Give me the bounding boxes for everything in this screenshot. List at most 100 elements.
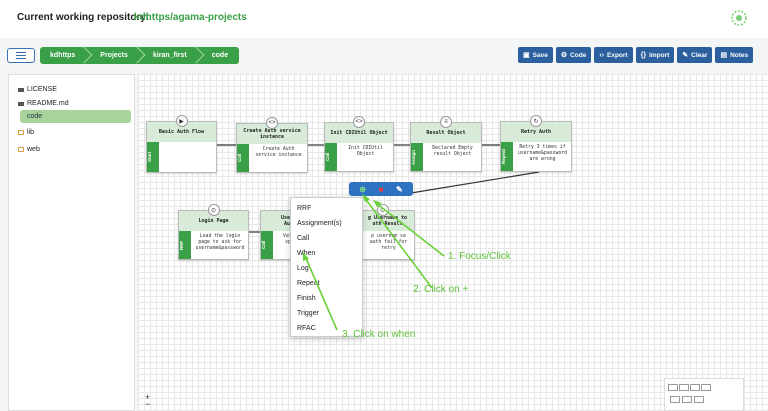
code-icon: <> <box>266 117 278 129</box>
add-node-icon[interactable]: ⊕ <box>359 184 366 194</box>
file-explorer: LICENSE README.md code lib web <box>8 74 135 411</box>
zoom-out-button[interactable]: − <box>145 399 151 409</box>
node-title: Init CDIUtil Object <box>325 123 393 143</box>
save-label: Save <box>532 51 548 59</box>
export-label: Export <box>607 51 628 59</box>
menu-item-rfac[interactable]: RFAC <box>297 325 316 332</box>
assign-icon: ≡ <box>440 116 452 128</box>
node-title: Basic Auth Flow <box>147 122 216 142</box>
node-description: Load the login page to ask for username&… <box>195 234 245 251</box>
breadcrumb-item-project[interactable]: kiran_first <box>139 47 198 64</box>
node-title: User Au <box>261 211 295 231</box>
flow-node-login-page[interactable]: ⊙ Login Page RRF Load the login page to … <box>178 204 249 260</box>
node-description: Vali sp <box>283 234 295 245</box>
toolbar: ▣Save ⚙Code ‹›Export {}Import ✎Clear ▤No… <box>518 47 754 63</box>
repo-name[interactable]: kdhttps/agama-projects <box>134 12 247 23</box>
node-type: Call <box>237 144 249 172</box>
minimap-node <box>690 384 700 391</box>
file-readme[interactable]: README.md <box>18 100 69 107</box>
repeat-icon: ↻ <box>530 115 542 127</box>
flow-node-retry-auth[interactable]: ↻ Retry Auth Repeat Retry 3 times if use… <box>500 115 572 172</box>
import-button[interactable]: {}Import <box>635 47 675 63</box>
minimap-node <box>694 396 704 403</box>
minimap[interactable] <box>664 378 744 411</box>
node-title: Retry Auth <box>501 122 571 142</box>
flow-node-result-object[interactable]: ≡ Result Object Assign Declared Empty re… <box>410 116 482 172</box>
folder-icon <box>18 130 24 135</box>
minimap-node <box>682 396 692 403</box>
breadcrumb-item-user[interactable]: kdhttps <box>40 47 86 64</box>
minimap-node <box>670 396 680 403</box>
minimap-node <box>679 384 689 391</box>
menu-item-when[interactable]: When <box>297 250 316 257</box>
breadcrumb-item-code[interactable]: code <box>211 52 229 59</box>
code-button[interactable]: ⚙Code <box>555 47 592 63</box>
flow-node-basic-auth[interactable]: ▶ Basic Auth Flow Start <box>146 115 217 173</box>
folder-label: web <box>27 146 40 153</box>
folder-icon <box>18 147 24 152</box>
zoom-in-button[interactable]: + <box>145 392 151 402</box>
file-label: LICENSE <box>27 86 57 93</box>
folder-web[interactable]: web <box>18 146 40 153</box>
node-description: p usernam se auth fail for retry <box>369 234 408 251</box>
code-label: Code <box>570 51 587 59</box>
page-icon: ⊙ <box>207 204 220 216</box>
menu-item-repeat[interactable]: Repeat <box>297 280 320 287</box>
menu-item-rrf[interactable]: RRF <box>297 205 312 212</box>
clear-button[interactable]: ✎Clear <box>677 47 713 63</box>
hamburger-icon <box>16 55 26 56</box>
broom-icon: ✎ <box>682 52 689 59</box>
gluu-logo-icon <box>731 10 747 26</box>
node-type: Call <box>325 143 337 171</box>
import-code-icon: {} <box>640 51 647 59</box>
breadcrumb: kdhttps Projects kiran_first code <box>40 47 240 64</box>
import-label: Import <box>649 51 670 59</box>
edit-node-icon[interactable]: ✎ <box>395 184 403 194</box>
annotation-step-2: 2. Click on + <box>413 284 469 295</box>
flow-node-create-auth[interactable]: <> Create Auth service instance Call Cre… <box>236 117 308 173</box>
repo-label: Current working repository: <box>17 12 150 23</box>
node-title: Result Object <box>411 123 481 143</box>
file-license[interactable]: LICENSE <box>18 86 57 93</box>
file-label: README.md <box>27 100 69 107</box>
notes-button[interactable]: ▤Notes <box>715 47 754 63</box>
page-icon: ⊙ <box>376 204 389 216</box>
annotation-step-1: 1. Focus/Click <box>448 251 511 262</box>
node-description: Init CDIUtil Object <box>348 146 383 157</box>
code-icon: <> <box>353 116 365 128</box>
menu-item-log[interactable]: Log <box>297 265 309 272</box>
node-type: Call <box>261 231 273 259</box>
folder-label: lib <box>27 129 35 136</box>
flow-node-init-cdiutil[interactable]: <> Init CDIUtil Object Call Init CDIUtil… <box>324 116 394 172</box>
annotation-step-3: 3. Click on when <box>342 329 416 340</box>
node-type: RRF <box>179 231 191 259</box>
header: Current working repository: kdhttps/agam… <box>0 0 768 38</box>
export-button[interactable]: ‹›Export <box>594 47 633 63</box>
notes-label: Notes <box>730 51 749 59</box>
node-description: Retry 3 times if username&password are w… <box>517 145 568 162</box>
menu-item-finish[interactable]: Finish <box>297 295 316 302</box>
minimap-node <box>668 384 678 391</box>
add-node-menu: RRF Assignment(s) Call When Log Repeat F… <box>290 197 363 337</box>
zoom-controls: + − <box>145 392 150 409</box>
folder-lib[interactable]: lib <box>18 129 34 136</box>
notes-icon: ▤ <box>720 52 728 59</box>
save-icon: ▣ <box>523 52 530 59</box>
file-icon <box>18 101 24 106</box>
clear-label: Clear <box>691 51 708 59</box>
node-type: Assign <box>411 143 423 171</box>
node-type: Start <box>147 142 159 172</box>
node-type: Repeat <box>501 142 513 171</box>
menu-toggle-button[interactable] <box>7 48 35 63</box>
delete-node-icon[interactable]: ■ <box>378 184 384 194</box>
menu-item-call[interactable]: Call <box>297 235 310 242</box>
breadcrumb-item-projects[interactable]: Projects <box>86 47 139 64</box>
file-code-selected[interactable]: code <box>20 110 131 123</box>
menu-item-trigger[interactable]: Trigger <box>297 310 319 317</box>
node-action-bar: ⊕ ■ ✎ <box>349 182 413 196</box>
play-icon: ▶ <box>175 115 188 127</box>
save-button[interactable]: ▣Save <box>518 47 553 63</box>
file-icon <box>18 87 24 92</box>
node-description: Declared Empty result Object <box>432 146 473 157</box>
menu-item-assignment[interactable]: Assignment(s) <box>297 220 342 227</box>
